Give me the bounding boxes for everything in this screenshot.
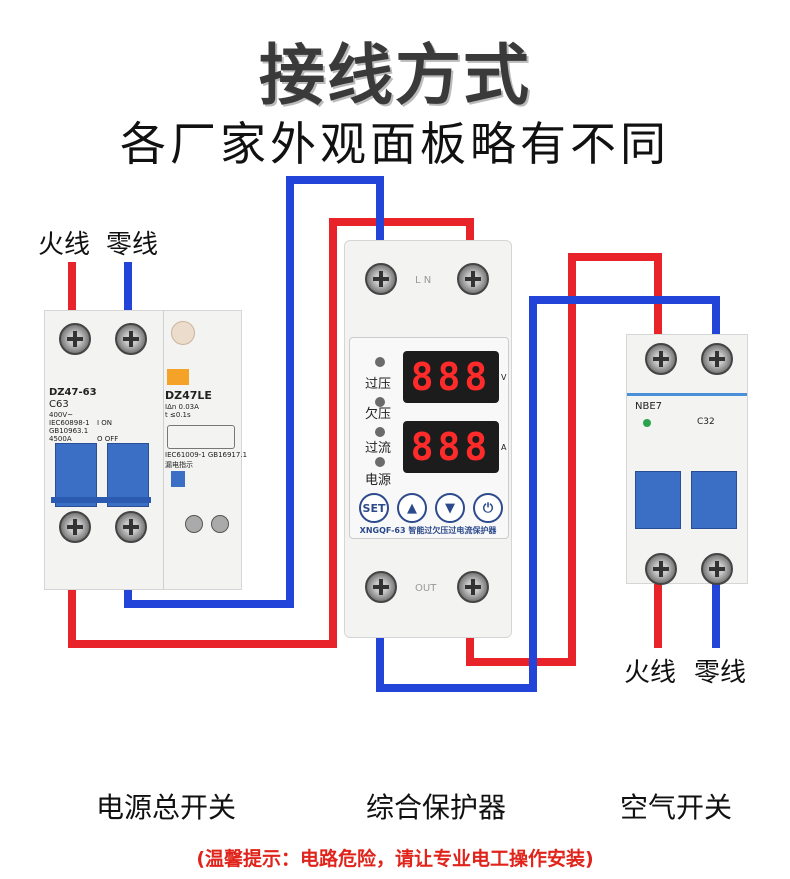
live-wire-to-protector (68, 218, 474, 648)
air-switch-input-screw-live (645, 343, 677, 375)
protector-output-terminals-label: OUT (415, 583, 437, 594)
air-switch-model: NBE7 (635, 401, 663, 412)
air-switch-handle-2[interactable] (691, 471, 737, 529)
breaker-spec-voltage: 400V~ (49, 411, 74, 419)
leakage-screw-1 (185, 515, 203, 533)
test-button[interactable] (171, 321, 195, 345)
set-button[interactable]: SET (359, 493, 389, 523)
power-button[interactable]: ⏻ (473, 493, 503, 523)
air-switch-indicator (643, 419, 651, 427)
protector-input-screw-l (457, 263, 489, 295)
protector-output-screw-n (365, 571, 397, 603)
air-switch-output-screw-live (645, 553, 677, 585)
circuit-symbol (167, 425, 235, 449)
leakage-spec-current: IΔn 0.03A (165, 403, 199, 411)
neutral-label-right: 零线 (694, 658, 747, 688)
air-switch-output-screw-neutral (701, 553, 733, 585)
breaker-left-output-screw-live (59, 511, 91, 543)
arrow-up-icon: ▲ (407, 500, 417, 516)
protector-input-screw-n (365, 263, 397, 295)
breaker-spec-iec: IEC60898-1 (49, 419, 90, 427)
breaker-left-output-screw-neutral (115, 511, 147, 543)
air-switch-input-screw-neutral (701, 343, 733, 375)
leakage-reset-button[interactable] (171, 471, 185, 487)
breaker-left-input-screw-neutral (115, 323, 147, 355)
breaker-spec-gb: GB10963.1 (49, 427, 89, 435)
live-label-left: 火线 (38, 230, 91, 260)
overcurrent-label: 过流 (365, 441, 392, 456)
overcurrent-led (375, 427, 385, 437)
breaker-left-input-screw-live (59, 323, 91, 355)
current-unit: A (501, 443, 507, 452)
comprehensive-protector: L N 过压 欠压 过流 电源 888 V 888 A SET ▲ ▼ ⏻ XN… (344, 240, 512, 638)
current-display: 888 (403, 421, 499, 473)
neutral-wire-to-air-switch (376, 296, 720, 692)
caption-main-power-switch: 电源总开关 (96, 791, 237, 824)
protector-input-terminals-label: L N (415, 275, 432, 286)
caption-air-switch: 空气开关 (620, 791, 733, 824)
main-power-breaker: DZ47-63 C63 400V~ IEC60898-1 GB10963.1 4… (44, 310, 247, 590)
breaker-rating: C63 (49, 399, 69, 410)
neutral-label-left: 零线 (106, 230, 159, 260)
breaker-handle-2[interactable] (107, 443, 149, 507)
overvoltage-led (375, 357, 385, 367)
down-button[interactable]: ▼ (435, 493, 465, 523)
arrow-down-icon: ▼ (445, 500, 455, 516)
breaker-model: DZ47-63 (49, 387, 97, 398)
breaker-on-mark: I ON (97, 419, 113, 427)
undervoltage-led (375, 397, 385, 407)
breaker-spec-capacity: 4500A (49, 435, 72, 443)
air-switch-rating: C32 (697, 417, 715, 427)
diagram-subtitle: 各厂家外观面板略有不同 (120, 117, 670, 171)
overvoltage-label: 过压 (365, 377, 392, 392)
air-switch-handle-1[interactable] (635, 471, 681, 529)
undervoltage-label: 欠压 (365, 407, 392, 422)
power-label: 电源 (365, 473, 392, 488)
diagram-title: 接线方式 (259, 37, 531, 114)
leakage-screw-2 (211, 515, 229, 533)
caption-protector: 综合保护器 (366, 791, 507, 824)
voltage-unit: V (501, 373, 507, 382)
live-label-right: 火线 (624, 658, 677, 688)
leakage-spec-time: t ≤0.1s (165, 411, 191, 419)
leakage-indicator-label: 漏电指示 (165, 461, 193, 469)
leakage-model: DZ47LE (165, 389, 212, 402)
power-icon: ⏻ (482, 500, 494, 516)
leakage-standard: IEC61009-1 GB16917.1 (165, 451, 248, 459)
air-switch: NBE7 C32 (626, 334, 748, 585)
leakage-indicator (167, 369, 189, 385)
safety-warning: (温馨提示：电路危险，请让专业电工操作安装) (196, 848, 594, 870)
protector-model-text: XNGQF-63 智能过欠压过电流保护器 (359, 526, 497, 535)
voltage-display: 888 (403, 351, 499, 403)
up-button[interactable]: ▲ (397, 493, 427, 523)
live-wire-to-air-switch (466, 253, 662, 666)
protector-output-screw-l (457, 571, 489, 603)
breaker-off-mark: O OFF (97, 435, 119, 443)
neutral-wire-to-protector (124, 176, 384, 608)
breaker-handle-1[interactable] (55, 443, 97, 507)
power-led (375, 457, 385, 467)
